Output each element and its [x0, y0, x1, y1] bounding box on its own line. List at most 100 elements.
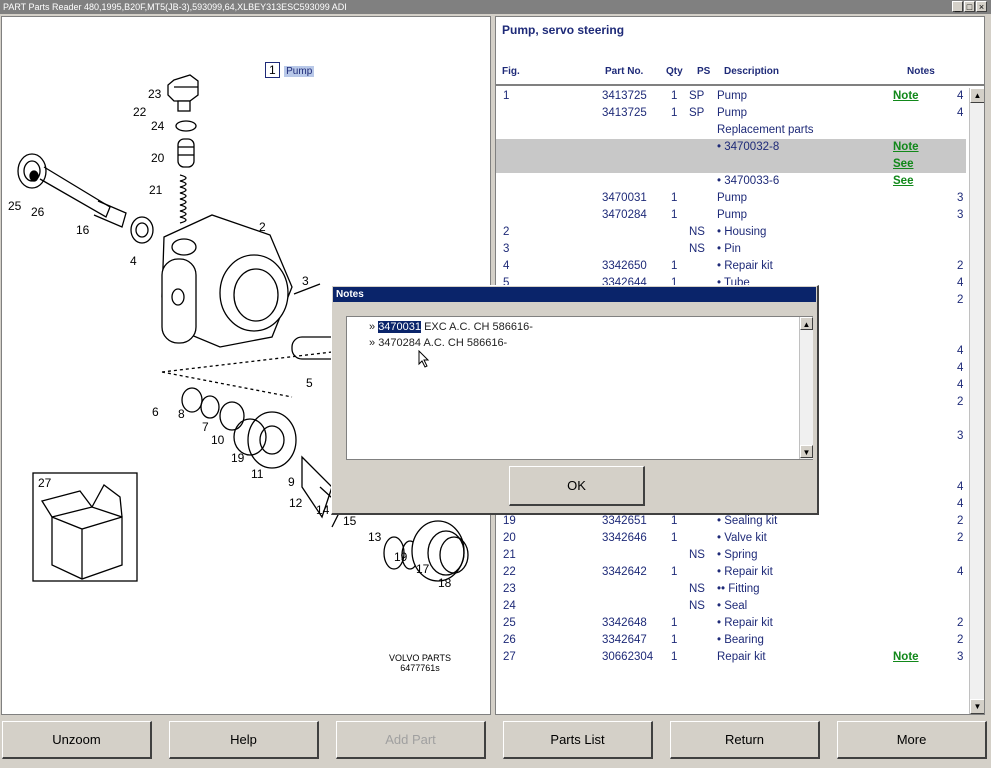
- help-button[interactable]: Help: [169, 721, 319, 759]
- part-no-cell: 3342648: [602, 617, 647, 629]
- diagram-label-11: 11: [251, 467, 264, 481]
- close-button[interactable]: ×: [976, 1, 987, 12]
- add-part-button[interactable]: Add Part: [336, 721, 486, 759]
- diagram-label-19b: 19: [394, 550, 408, 564]
- note-link[interactable]: Note: [893, 90, 919, 102]
- unzoom-button[interactable]: Unzoom: [2, 721, 152, 759]
- count-cell: 4: [957, 481, 964, 493]
- table-row[interactable]: 4: [496, 343, 966, 360]
- table-row[interactable]: 4: [496, 377, 966, 394]
- diagram-label-17: 17: [416, 562, 430, 576]
- table-row[interactable]: 2: [496, 292, 966, 309]
- diagram-label-10: 10: [211, 433, 225, 447]
- qty-cell: 1: [671, 532, 678, 544]
- notes-scroll-up-button[interactable]: ▲: [800, 317, 813, 330]
- diagram-label-14: 14: [316, 503, 330, 517]
- table-row[interactable]: 4: [496, 479, 966, 496]
- qty-cell: 1: [671, 107, 678, 119]
- note-1-part-link[interactable]: 3470031: [378, 321, 422, 333]
- part-no-cell: 3470031: [602, 192, 647, 204]
- table-row[interactable]: Replacement parts: [496, 122, 966, 139]
- mouse-cursor-icon: [418, 350, 430, 368]
- fig-cell: 19: [503, 515, 516, 527]
- description-cell: • Valve kit: [717, 532, 767, 544]
- qty-cell: 1: [671, 634, 678, 646]
- fig-cell: 4: [503, 260, 510, 272]
- diagram-footer-line1: VOLVO PARTS: [389, 653, 451, 663]
- note-link[interactable]: See: [893, 158, 914, 170]
- description-cell: Pump: [717, 192, 748, 204]
- notes-scroll-down-button[interactable]: ▼: [800, 445, 813, 458]
- scroll-up-button[interactable]: ▲: [970, 88, 984, 103]
- minimize-button[interactable]: _: [952, 1, 963, 12]
- ps-cell: NS: [689, 226, 705, 238]
- column-header-ps[interactable]: PS: [697, 66, 711, 77]
- description-cell: • Bearing: [717, 634, 764, 646]
- parts-scrollbar[interactable]: ▲ ▼: [969, 88, 984, 714]
- note-2-text: 3470284 A.C. CH 586616-: [378, 337, 508, 349]
- column-header-description[interactable]: Description: [724, 66, 780, 77]
- column-header-part-no[interactable]: Part No.: [605, 66, 644, 77]
- diagram-label-4: 4: [130, 254, 137, 268]
- diagram-label-6: 6: [152, 405, 159, 419]
- table-row[interactable]: 3: [496, 428, 966, 445]
- column-header-notes[interactable]: Notes: [907, 66, 935, 77]
- diagram-label-9: 9: [288, 475, 295, 489]
- notes-text-area[interactable]: » 3470031 EXC A.C. CH 586616- » 3470284 …: [346, 316, 813, 460]
- fig-cell: 22: [503, 566, 516, 578]
- part-no-cell: 3342646: [602, 532, 647, 544]
- scroll-down-button[interactable]: ▼: [970, 699, 984, 714]
- fig-cell: 24: [503, 600, 516, 612]
- notes-scrollbar[interactable]: ▲ ▼: [799, 317, 813, 459]
- table-row[interactable]: 4: [496, 496, 966, 513]
- callout-label: Pump: [284, 66, 315, 77]
- count-cell: 2: [957, 260, 964, 272]
- diagram-label-21: 21: [149, 183, 163, 197]
- diagram-label-8: 8: [178, 407, 185, 421]
- table-row[interactable]: See: [496, 156, 966, 173]
- count-cell: 3: [957, 209, 964, 221]
- diagram-callout[interactable]: 1 Pump: [265, 61, 315, 79]
- diagram-label-18: 18: [438, 576, 452, 590]
- qty-cell: 1: [671, 209, 678, 221]
- fig-cell: 3: [503, 243, 510, 255]
- column-header-fig[interactable]: Fig.: [502, 66, 520, 77]
- fig-cell: 20: [503, 532, 516, 544]
- maximize-button[interactable]: □: [964, 1, 975, 12]
- more-button[interactable]: More: [837, 721, 987, 759]
- ok-button[interactable]: OK: [509, 466, 645, 506]
- part-no-cell: 3470284: [602, 209, 647, 221]
- note-link[interactable]: Note: [893, 651, 919, 663]
- column-header-qty[interactable]: Qty: [666, 66, 683, 77]
- note-link[interactable]: Note: [893, 141, 919, 153]
- qty-cell: 1: [671, 566, 678, 578]
- window-title-bar: PART Parts Reader 480,1995,B20F,MT5(JB-3…: [0, 0, 991, 14]
- dialog-title: Notes: [333, 287, 816, 302]
- fig-cell: 23: [503, 583, 516, 595]
- count-cell: 4: [957, 498, 964, 510]
- table-row[interactable]: 4: [496, 360, 966, 377]
- description-cell: • Repair kit: [717, 260, 773, 272]
- parts-list-button[interactable]: Parts List: [503, 721, 653, 759]
- note-link[interactable]: See: [893, 175, 914, 187]
- return-button[interactable]: Return: [670, 721, 820, 759]
- table-row[interactable]: 2: [496, 394, 966, 411]
